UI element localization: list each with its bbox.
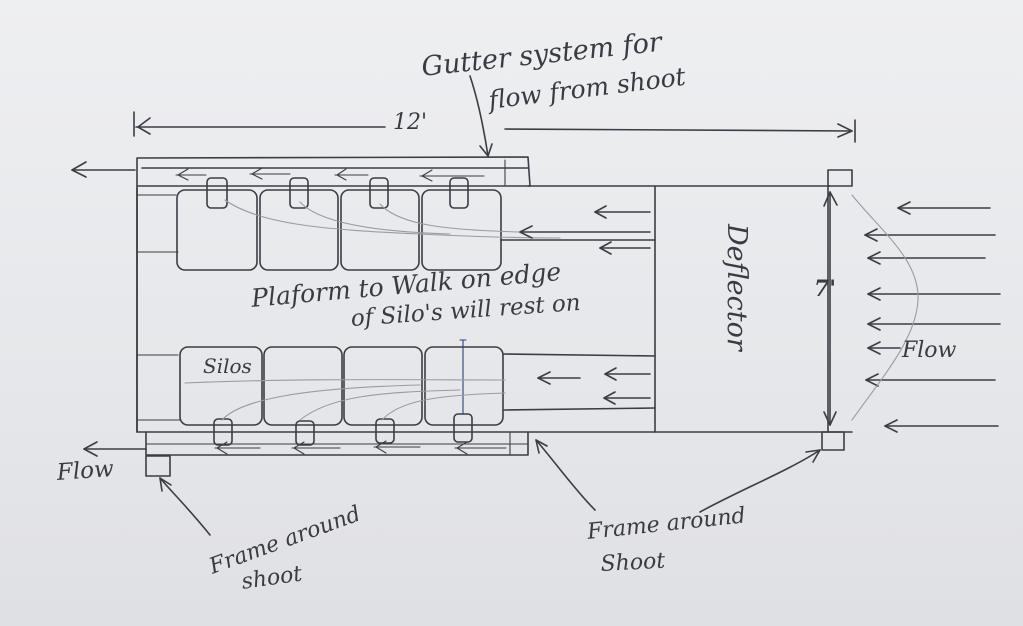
top-gutter [71,156,531,187]
length-dimension-label: 12' [393,110,428,135]
silos-label: Silos [203,354,252,378]
top-internal-flow-lines [175,167,561,239]
frame-pointer-arrows [159,439,821,536]
width-dimension-label: 7' [814,276,837,302]
bottom-internal-flow-lines [83,367,651,457]
width-dimension-line [823,191,838,426]
top-inflow-arrows [519,205,651,255]
gutter-pointer-arrow [469,75,493,157]
top-silo-row [176,177,502,271]
deflector-label: Deflector [721,224,752,351]
flow-left-label: Flow [56,456,115,486]
deflector-panel [500,185,829,433]
flow-right-label: Flow [902,338,957,363]
frame-right-label-line2: Shoot [600,548,666,577]
bottom-silo-row [179,339,504,446]
corner-posts [145,169,853,477]
chute-body [136,185,853,456]
external-inflow-arrows [851,194,1001,433]
length-dimension-line [133,111,856,143]
